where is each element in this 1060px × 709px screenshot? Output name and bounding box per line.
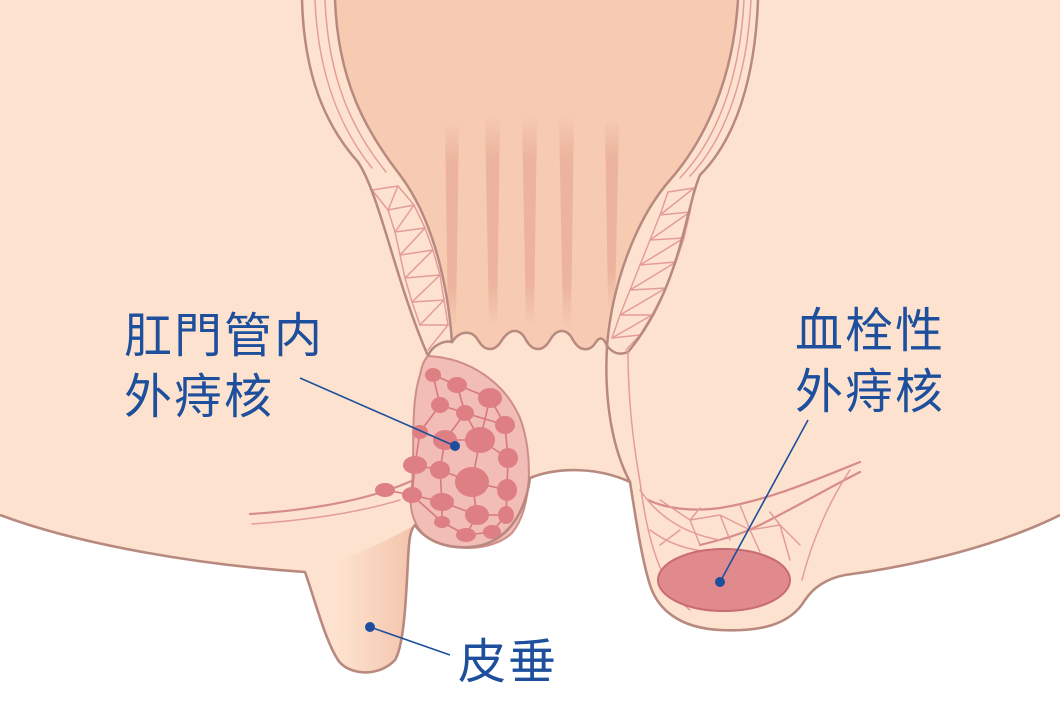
hemorrhoid-node (495, 416, 515, 434)
thrombus-inner-line (801, 469, 851, 581)
left-wall-net (397, 185, 449, 326)
thrombus-network (659, 504, 791, 561)
left-wall-net (371, 189, 421, 326)
label-text: 皮垂 (458, 634, 558, 690)
mucosal-fold (522, 114, 537, 328)
hemorrhoid-node (465, 505, 489, 525)
right-wall-net (611, 191, 669, 339)
hemorrhoid-feeding-vessel (251, 499, 401, 525)
anal-canal (335, 0, 738, 350)
right-lip (605, 344, 630, 355)
left-lumen-wall (333, 0, 454, 344)
label-line2: 外痔核 (124, 369, 274, 425)
leader-dot (365, 622, 375, 632)
label-thrombosed-hemorrhoid: 血栓性 外痔核 (715, 303, 945, 587)
label-skin-tag: 皮垂 (365, 622, 558, 690)
leader-dot (715, 577, 725, 587)
right-lower-wall (605, 344, 632, 484)
hemorrhoid-node (497, 479, 517, 501)
mucosal-folds (445, 114, 619, 328)
hemorrhoid-node (456, 528, 476, 542)
label-internal-canal-hemorrhoid: 肛門管内 外痔核 (124, 308, 460, 451)
left-wall-vessel (324, 0, 387, 173)
hemorrhoid-node (465, 427, 495, 453)
hemorrhoid-node (430, 493, 454, 511)
hemorrhoid-node (402, 487, 422, 503)
hemorrhoid-node (431, 397, 449, 413)
hemorrhoid-node (498, 506, 514, 524)
left-wall-network (314, 0, 449, 351)
mucosal-fold (559, 114, 574, 328)
canal-walls (300, 0, 760, 611)
leader-line (299, 377, 456, 447)
mucosal-fold (485, 114, 500, 328)
hemorrhoid-node (434, 516, 450, 528)
hemorrhoid-node (456, 405, 474, 421)
thrombus-feeding-vessel (698, 470, 862, 547)
right-outer-wall (626, 0, 760, 354)
leader-line (719, 419, 809, 583)
thrombus-network (639, 489, 721, 541)
hemorrhoid-node (403, 456, 427, 474)
hemorrhoid-node (375, 483, 395, 497)
hemorrhoid-node (412, 425, 428, 439)
mucosal-fold (605, 117, 619, 311)
thrombus-network (659, 499, 801, 546)
hemorrhoid-node (447, 377, 467, 393)
label-line1: 血栓性 (795, 303, 945, 359)
left-lip (426, 340, 454, 358)
right-wall-vessel (689, 0, 752, 177)
left-outer-wall (300, 0, 430, 358)
label-line1: 肛門管内 (124, 308, 324, 364)
right-lumen-wall (605, 0, 740, 348)
canal-lumen (335, 0, 738, 350)
right-wall-vessel (679, 0, 745, 179)
mucosal-fold (445, 120, 459, 328)
left-wall-vessel (314, 0, 373, 169)
skin-tag-shading (305, 525, 415, 673)
label-line2: 外痔核 (795, 364, 945, 420)
hemorrhoid-node (498, 448, 518, 468)
leader-line (369, 626, 451, 656)
hemorrhoid-node (430, 461, 450, 479)
hemorrhoid-node (455, 467, 489, 497)
hemorrhoid-node (425, 368, 441, 382)
hemorrhoid-nodes (375, 368, 518, 542)
leader-dot (450, 441, 460, 451)
canal-hemorrhoid (248, 354, 530, 549)
body-outline (0, 468, 1060, 674)
hemorrhoid-node (478, 388, 502, 408)
dentate-line (450, 329, 609, 351)
hemorrhoid-node (483, 525, 501, 539)
